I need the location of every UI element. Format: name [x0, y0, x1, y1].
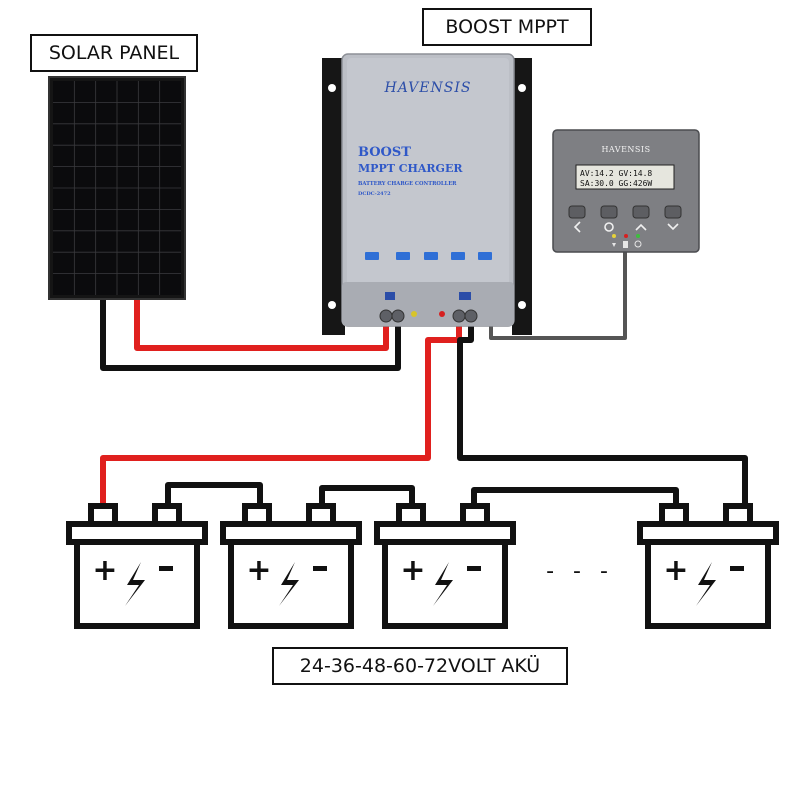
- chevron-up-icon: [635, 223, 647, 231]
- battery-2: +: [220, 503, 362, 629]
- chevron-left-icon: [573, 221, 581, 233]
- pv-positive-wire: [134, 298, 389, 351]
- battery-4: +: [637, 503, 779, 629]
- solar-panel: [48, 76, 186, 300]
- pv-negative-wire: [100, 298, 401, 371]
- up-button[interactable]: [632, 205, 650, 219]
- led-icon: [636, 234, 640, 238]
- remote-body: [552, 129, 700, 253]
- battery-3: +: [374, 503, 516, 629]
- plus-icon: +: [663, 553, 688, 588]
- battery-1: +: [66, 503, 208, 629]
- down-button[interactable]: [664, 205, 682, 219]
- ok-button[interactable]: [600, 205, 618, 219]
- controller-brand: HAVENSIS: [384, 80, 472, 96]
- left-button[interactable]: [568, 205, 586, 219]
- battery-mini-icon: [623, 241, 628, 248]
- sun-mini-icon: [634, 240, 642, 248]
- solar-panel-icon: [385, 292, 395, 300]
- minus-icon: [159, 566, 173, 571]
- minus-icon: [467, 566, 481, 571]
- led-icon: [365, 252, 379, 260]
- solar-panel-label: SOLAR PANEL: [30, 34, 198, 72]
- controller-model: DCDC-2472: [358, 191, 391, 197]
- solar-panel-cells: [53, 81, 181, 295]
- controller-title-line3: BATTERY CHARGE CONTROLLER: [358, 181, 457, 187]
- controller-title-line1: BOOST: [358, 145, 411, 160]
- lcd-line-1: AV:14.2 GV:14.8: [580, 169, 652, 178]
- lcd-line-2: SA:30.0 GG:426W: [580, 179, 652, 188]
- series-link-1: [165, 482, 263, 510]
- plus-icon: +: [400, 553, 425, 588]
- led-icon: [624, 234, 628, 238]
- battery-negative-wire: [457, 325, 748, 510]
- plus-icon: +: [92, 553, 117, 588]
- series-link-3: [471, 487, 679, 510]
- led-icon: [424, 252, 438, 260]
- remote-lcd: [575, 164, 675, 190]
- remote-comm-wire: [489, 250, 627, 340]
- minus-icon: [730, 566, 744, 571]
- right-bracket: [512, 58, 532, 335]
- minus-icon: [313, 566, 327, 571]
- remote-buttons: [568, 205, 682, 233]
- led-icon: [478, 252, 492, 260]
- wires: [100, 250, 748, 510]
- series-link-2: [319, 485, 415, 510]
- mppt-controller: HAVENSIS BOOST MPPT CHARGER BATTERY CHAR…: [322, 53, 532, 335]
- lightning-icon: [125, 562, 145, 606]
- battery-icon: [459, 292, 471, 300]
- chevron-down-icon: [667, 223, 679, 231]
- lightning-icon: [696, 562, 716, 606]
- led-icon: [451, 252, 465, 260]
- plus-icon: +: [246, 553, 271, 588]
- battery-positive-wire: [100, 325, 462, 510]
- controller-title-line2: MPPT CHARGER: [358, 162, 463, 175]
- battery-bank: + + + +: [66, 503, 779, 629]
- battery-ellipsis: - - -: [546, 559, 614, 584]
- ok-circle-icon: [604, 222, 614, 232]
- pv-terminals: [379, 292, 417, 323]
- status-led-row: [365, 252, 492, 260]
- solar-mini-icon: [612, 243, 616, 247]
- battery-icon: [228, 539, 354, 629]
- left-bracket: [322, 58, 345, 335]
- led-icon: [612, 234, 616, 238]
- remote-brand: HAVENSIS: [601, 145, 650, 154]
- led-icon: [396, 252, 410, 260]
- battery-bank-label: 24-36-48-60-72VOLT AKÜ: [272, 647, 568, 685]
- boost-mppt-label: BOOST MPPT: [422, 8, 592, 46]
- lightning-icon: [279, 562, 299, 606]
- battery-terminals: [439, 292, 478, 323]
- lightning-icon: [433, 562, 453, 606]
- remote-display: HAVENSIS AV:14.2 GV:14.8 SA:30.0 GG:426W: [552, 129, 700, 253]
